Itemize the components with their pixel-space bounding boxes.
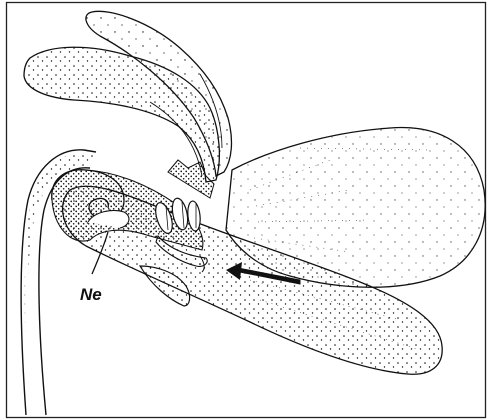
nectary-label: Ne (80, 285, 102, 304)
